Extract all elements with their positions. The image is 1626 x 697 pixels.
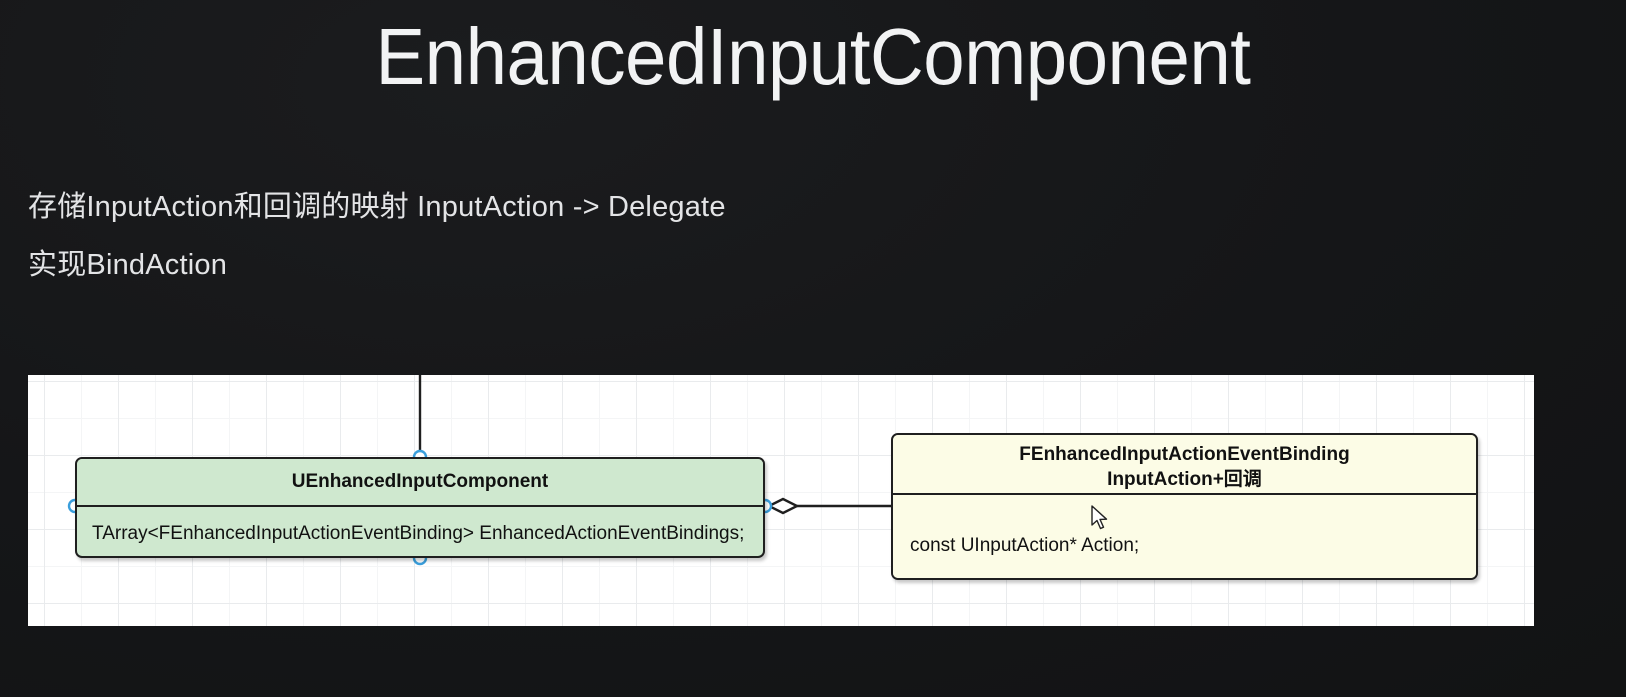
uml-class-subtitle-binding: InputAction+回调 bbox=[1107, 469, 1262, 490]
subtitle-line-1: 存储InputAction和回调的映射 InputAction -> Deleg… bbox=[28, 191, 726, 223]
uml-class-name-binding: FEnhancedInputActionEventBinding bbox=[1019, 444, 1350, 465]
uml-attribute-binding-0: const UInputAction* Action; bbox=[910, 535, 1140, 556]
uml-attribute-list-binding: const UInputAction* Action; ETriggerEven… bbox=[893, 495, 1476, 578]
uml-divider-component bbox=[77, 505, 763, 507]
uml-class-uenhancedinputcomponent[interactable]: UEnhancedInputComponent TArray<FEnhanced… bbox=[75, 457, 765, 558]
uml-diagram-canvas[interactable]: UEnhancedInputComponent TArray<FEnhanced… bbox=[28, 375, 1534, 626]
page-title: EnhancedInputComponent bbox=[375, 12, 1251, 101]
subtitle-line-2: 实现BindAction bbox=[28, 249, 228, 281]
uml-class-name-component: UEnhancedInputComponent bbox=[77, 459, 763, 505]
uml-class-fenhancedinputactioneventbinding[interactable]: FEnhancedInputActionEventBinding InputAc… bbox=[891, 433, 1478, 580]
subtitle-block: 存储InputAction和回调的映射 InputAction -> Deleg… bbox=[28, 178, 726, 294]
uml-class-header-binding: FEnhancedInputActionEventBinding InputAc… bbox=[893, 435, 1476, 493]
uml-divider-binding bbox=[893, 493, 1476, 495]
uml-attribute-component-0: TArray<FEnhancedInputActionEventBinding>… bbox=[77, 507, 763, 545]
